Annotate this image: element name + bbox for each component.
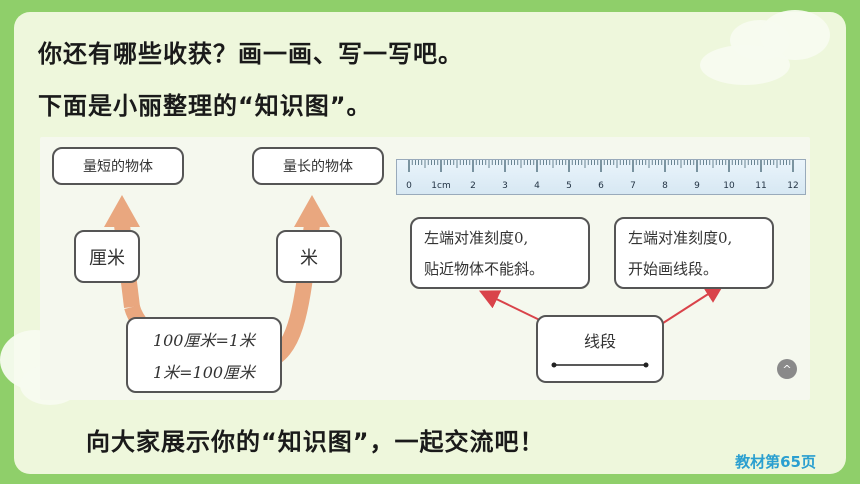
ruler: 0 1cm 2 3 4 5 6 7 8 9 10 11 12 xyxy=(396,159,806,195)
ruler-label: 6 xyxy=(598,181,604,191)
box-long-objects: 量长的物体 xyxy=(252,147,384,185)
cloud-decoration xyxy=(700,45,790,85)
measure-note-line-2: 贴近物体不能斜。 xyxy=(424,260,545,278)
red-arrow-right xyxy=(659,283,725,326)
box-short-objects-label: 量短的物体 xyxy=(83,159,153,175)
box-centimeter-label: 厘米 xyxy=(89,247,125,269)
ruler-label: 8 xyxy=(662,181,668,191)
scroll-up-button[interactable]: ^ xyxy=(777,359,797,379)
line-segment-label: 线段 xyxy=(583,332,616,351)
ruler-label: 3 xyxy=(502,181,508,191)
box-line-segment: 线段 xyxy=(536,315,664,383)
chevron-up-icon: ^ xyxy=(782,362,792,376)
conversion-line-1: 100厘米=1米 xyxy=(152,331,256,350)
box-short-objects: 量短的物体 xyxy=(52,147,184,185)
ruler-label: 0 xyxy=(406,181,412,191)
ruler-ticks: 0 1cm 2 3 4 5 6 7 8 9 10 11 12 xyxy=(406,160,799,191)
conversion-line-2: 1米=100厘米 xyxy=(152,363,256,382)
line-segment-drawing xyxy=(551,362,649,368)
box-measure-note: 左端对准刻度0, 贴近物体不能斜。 xyxy=(410,217,590,289)
knowledge-diagram: 量短的物体 量长的物体 厘米 米 100厘米=1米 1米=100厘米 0 1cm 2… xyxy=(40,137,810,400)
box-conversion: 100厘米=1米 1米=100厘米 xyxy=(126,317,282,393)
ruler-label: 5 xyxy=(566,181,572,191)
ruler-label: 1cm xyxy=(431,181,450,191)
draw-note-line-2: 开始画线段。 xyxy=(628,260,719,278)
ruler-label: 12 xyxy=(787,181,798,191)
textbook-page-reference: 教材第65页 xyxy=(735,453,816,471)
arrow-head-right xyxy=(294,195,330,227)
ruler-label: 4 xyxy=(534,181,540,191)
box-centimeter: 厘米 xyxy=(74,230,140,283)
measure-note-line-1: 左端对准刻度0, xyxy=(424,229,529,247)
ruler-label: 11 xyxy=(755,181,766,191)
draw-note-line-1: 左端对准刻度0, xyxy=(628,229,733,247)
discussion-prompt: 向大家展示你的“知识图”，一起交流吧！ xyxy=(86,428,545,456)
ruler-label: 10 xyxy=(723,181,735,191)
box-draw-note: 左端对准刻度0, 开始画线段。 xyxy=(614,217,774,289)
box-meter: 米 xyxy=(276,230,342,283)
instruction-line-2: 下面是小丽整理的“知识图”。 xyxy=(38,92,372,120)
ruler-label: 2 xyxy=(470,181,476,191)
ruler-label: 9 xyxy=(694,181,700,191)
arrow-head-left xyxy=(104,195,140,227)
instruction-line-1: 你还有哪些收获？画一画、写一写吧。 xyxy=(38,40,463,68)
box-long-objects-label: 量长的物体 xyxy=(283,159,353,175)
box-meter-label: 米 xyxy=(300,247,318,269)
ruler-label: 7 xyxy=(630,181,636,191)
